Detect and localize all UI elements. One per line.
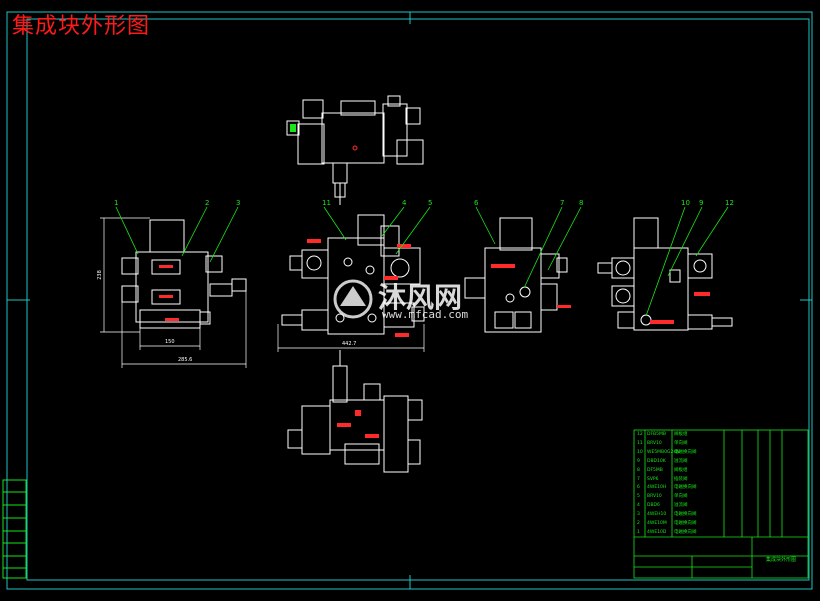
balloon-label: 4 <box>402 199 407 207</box>
right-side-view-b <box>597 217 733 331</box>
bom-cell: BRV10 <box>647 494 662 500</box>
bom-cell: 溢流阀 <box>674 458 688 464</box>
watermark-url: www.mfcad.com <box>382 308 469 321</box>
dim-width-442: 442.7 <box>342 341 357 347</box>
title-block-name: 集成块外形图 <box>766 557 797 563</box>
bom-cell: 电磁换向阀 <box>674 521 697 526</box>
right-side-view-a <box>464 217 568 333</box>
bom-cell: DF5MB <box>647 467 663 473</box>
bom-cell: 6 <box>637 485 640 491</box>
bom-cell: 4WE10H <box>647 485 667 491</box>
bom-cell: 单向阀 <box>674 494 688 500</box>
balloon-label: 8 <box>579 199 584 207</box>
bottom-view-red <box>337 410 379 438</box>
leader-lines <box>115 206 729 317</box>
bom-cell: 插装阀 <box>674 476 688 482</box>
top-view <box>286 95 424 205</box>
balloon-label: 1 <box>114 199 119 207</box>
bom-cell: 阀板组 <box>674 432 688 437</box>
bom-cell: 4WEH10 <box>647 512 667 518</box>
dimension-lines <box>100 217 425 368</box>
bom-cell: 8 <box>637 467 640 473</box>
watermark: 沐风网 www.mfcad.com <box>330 274 500 324</box>
drawing-title: 集成块外形图 <box>12 14 151 39</box>
balloon-label: 5 <box>428 199 433 207</box>
bom-cell: 单向阀 <box>674 440 688 446</box>
left-side-view-red <box>159 265 179 321</box>
bom-cell: 阀板组 <box>674 467 688 473</box>
balloon-label: 10 <box>681 199 690 207</box>
center-marks <box>7 12 812 589</box>
balloon-label: 2 <box>205 199 210 207</box>
bom-cell: 4WE10D <box>647 529 667 535</box>
bom-cell: 电磁换向阀 <box>674 449 697 455</box>
bom-cell: SVP6 <box>647 476 659 482</box>
bom-cell: DBD10K <box>647 458 666 464</box>
bom-cell: 电磁换向阀 <box>674 529 697 535</box>
bom-cell: WE5MB0G24N <box>647 449 680 455</box>
dim-width-150: 150 <box>165 339 175 345</box>
bom-cell: 电磁换向阀 <box>674 512 697 518</box>
watermark-logo-icon <box>333 279 373 319</box>
bom-cell: 1 <box>637 529 640 535</box>
balloon-label: 9 <box>699 199 704 207</box>
bom-cell: 7 <box>637 476 640 482</box>
front-view <box>281 214 425 335</box>
balloon-label: 3 <box>236 199 241 207</box>
bom-cell: 9 <box>637 458 640 464</box>
bom-cell: 12 <box>637 432 643 437</box>
bom-cell: 4WE10M <box>647 521 667 526</box>
right-side-view-b-red <box>650 292 710 324</box>
dim-height-left: 238 <box>96 270 103 280</box>
watermark-text: 沐风网 <box>378 281 463 314</box>
balloon-label: 6 <box>474 199 479 207</box>
bom-cell: 溢流阀 <box>674 503 688 509</box>
bom-cell: 10 <box>637 449 643 455</box>
left-side-view <box>121 219 247 329</box>
right-side-view-a-red <box>491 264 571 308</box>
bom-cell: 11 <box>637 440 643 446</box>
front-view-red <box>307 239 411 337</box>
bom-cell: DFB5MB <box>647 432 666 437</box>
bom-cell: 电磁换向阀 <box>674 485 697 491</box>
bottom-view <box>287 350 423 473</box>
balloon-label: 7 <box>560 199 565 207</box>
dim-width-285: 285.6 <box>178 357 193 363</box>
bom-cell: 2 <box>637 521 640 526</box>
top-view-details <box>290 124 358 151</box>
balloon-label: 12 <box>725 199 734 207</box>
bom-cell: DBD6 <box>647 503 660 509</box>
left-revision-strip <box>2 479 27 579</box>
bom-cell: 4 <box>637 503 640 509</box>
bom-cell: 5 <box>637 494 640 500</box>
bom-table <box>633 429 809 579</box>
bom-cell: 3 <box>637 512 640 518</box>
bom-cell: BRV10 <box>647 440 662 446</box>
balloon-label: 11 <box>322 199 331 207</box>
